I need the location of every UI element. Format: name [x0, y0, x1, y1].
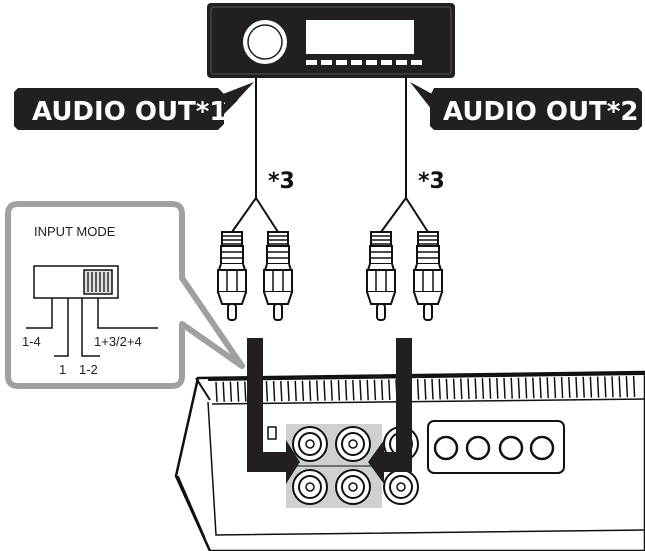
input-jack-6 — [383, 469, 419, 505]
mode-1-2-label: 1-2 — [79, 362, 98, 377]
display-screen — [306, 20, 414, 54]
rca-plug-right-1 — [366, 231, 396, 321]
audio-out-2-label: AUDIO OUT*2 — [410, 82, 642, 130]
rca-plug-left-2 — [263, 231, 293, 321]
head-unit — [207, 3, 455, 78]
output-panel — [427, 420, 565, 474]
svg-text:AUDIO OUT*1: AUDIO OUT*1 — [32, 97, 227, 127]
input-jack-4 — [335, 469, 371, 505]
audio-out-1-label: AUDIO OUT*1 — [14, 82, 254, 130]
input-mode-callout: INPUT MODE 1-4 1 1-2 1+3/2+4 — [5, 201, 245, 389]
input-jack-3 — [292, 469, 328, 505]
input-mode-title: INPUT MODE — [34, 224, 116, 239]
mode-1-4-label: 1-4 — [22, 334, 41, 349]
mode-1-3-2-4-label: 1+3/2+4 — [94, 334, 142, 349]
mode-1-label: 1 — [59, 362, 66, 377]
input-jack-2 — [335, 426, 371, 462]
connection-arrow-right — [368, 338, 412, 484]
svg-text:AUDIO OUT*2: AUDIO OUT*2 — [443, 97, 638, 127]
rca-plug-right-2 — [413, 231, 443, 321]
rca-plug-left-1 — [217, 231, 247, 321]
cable-mark-right: *3 — [418, 169, 445, 194]
input-jack-1 — [292, 426, 328, 462]
connection-arrow-left — [247, 338, 300, 484]
cable-mark-left: *3 — [268, 169, 295, 194]
volume-knob-icon — [243, 20, 287, 64]
output-wires — [231, 78, 429, 233]
